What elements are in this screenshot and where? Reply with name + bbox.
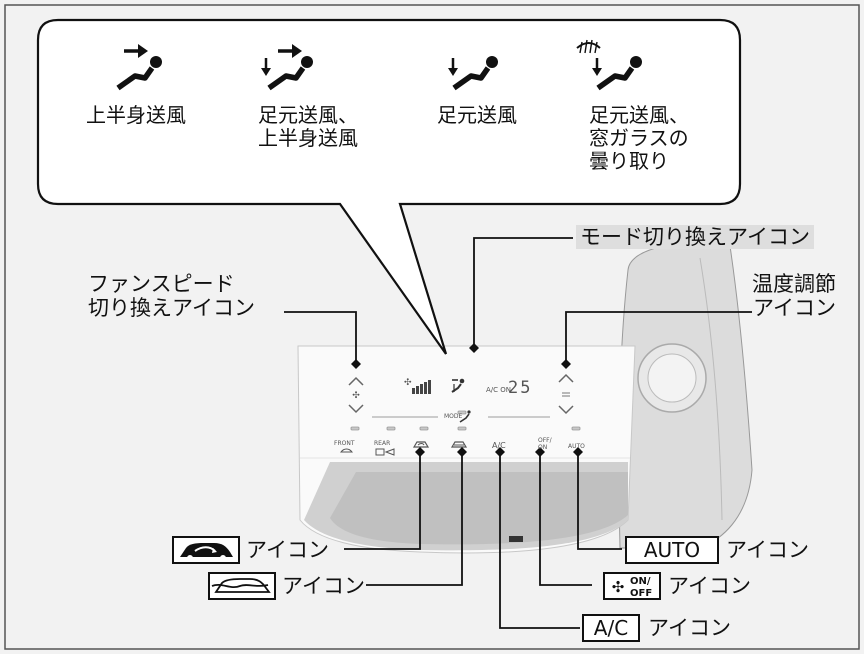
floor-defrost-vent-icon [576, 39, 642, 91]
panel-ac-button: A/C [492, 441, 506, 450]
mode-label-upper: 上半身送風 [86, 103, 186, 127]
svg-text:25: 25 [508, 378, 532, 398]
bi-level-vent-icon [261, 44, 313, 91]
floor-vent-icon [448, 56, 498, 91]
callout-lines [284, 237, 752, 629]
speech-bubble [36, 18, 742, 355]
auto-box: AUTO [625, 536, 719, 564]
panel-ac-on: A/C ON [486, 386, 511, 394]
panel-front: FRONT [334, 440, 355, 447]
mode-icon-panel [451, 378, 471, 423]
fan-level-bars [412, 380, 431, 394]
fresh-air-icon-panel [450, 441, 468, 448]
mode-label-bilevel: 足元送風、 上半身送風 [258, 103, 358, 150]
panel-off: OFF/ [538, 437, 553, 444]
mode-label-floor-defrost: 足元送風、 窓ガラスの 曇り取り [589, 103, 689, 173]
callout-fan-onoff: アイコン [668, 574, 751, 598]
upper-body-vent-icon [116, 44, 162, 91]
panel-on: ON [538, 444, 547, 451]
panel-rear: REAR [374, 440, 390, 447]
fan-off-text: OFF [630, 588, 652, 599]
callout-dots [351, 343, 583, 457]
callout-fan-speed: ファンスピード 切り換えアイコン [88, 272, 255, 320]
panel-mode: MODE [444, 413, 463, 420]
callout-mode-switch: モード切り換えアイコン [576, 225, 814, 249]
svg-text:✣: ✣ [612, 578, 625, 596]
callout-auto: アイコン [726, 538, 809, 562]
fan-onoff-icon-box: ✣ [603, 572, 661, 600]
fan-on-text: ON/ [630, 576, 651, 587]
callout-ac: アイコン [648, 616, 731, 640]
mode-label-floor: 足元送風 [437, 103, 517, 127]
callout-fresh-air: アイコン [282, 574, 365, 598]
ac-box: A/C [582, 614, 640, 642]
fresh-air-icon-box [208, 572, 276, 600]
recirculation-icon-box [172, 536, 240, 564]
callout-recirc: アイコン [246, 538, 329, 562]
panel-auto: AUTO [568, 443, 585, 450]
svg-text:✣: ✣ [404, 378, 412, 388]
recirculation-icon-panel [412, 441, 430, 448]
callout-temperature: 温度調節 アイコン [752, 272, 836, 320]
svg-text:✣: ✣ [352, 391, 360, 401]
